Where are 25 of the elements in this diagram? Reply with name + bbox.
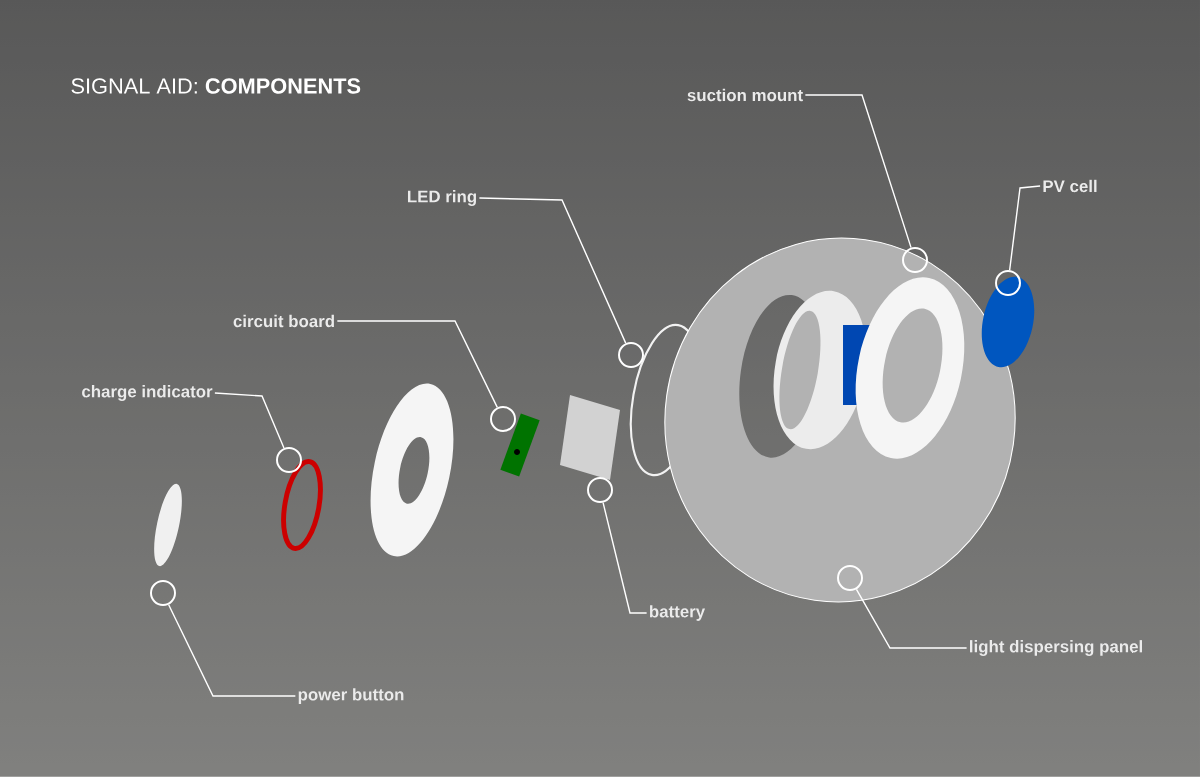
leader-line (214, 392, 285, 449)
part-label: circuit board (233, 314, 334, 328)
marker-circle (995, 270, 1021, 296)
leader-line (1008, 185, 1041, 271)
leader-line (855, 588, 968, 649)
marker-circle (276, 447, 302, 473)
part-label: LED ring (408, 190, 476, 206)
leader-line (602, 501, 648, 614)
leader-line (478, 197, 627, 344)
marker-circle (490, 406, 516, 432)
part-label: battery (650, 605, 706, 621)
part-label: power button (298, 688, 404, 704)
part-label: charge indicator (82, 385, 213, 401)
leader-line (167, 604, 297, 697)
part-label: light dispersing panel (970, 640, 1142, 656)
marker-circle (902, 247, 928, 273)
marker-circle (618, 342, 644, 368)
title: SIGNAL AID: COMPONENTS (71, 78, 361, 94)
marker-circle (837, 565, 863, 591)
leader-line (804, 94, 912, 249)
part-label: PV cell (1043, 179, 1097, 193)
marker-circle (587, 477, 613, 503)
part-label: suction mount (687, 88, 803, 102)
leader-line (336, 320, 498, 409)
marker-circle (150, 580, 176, 606)
